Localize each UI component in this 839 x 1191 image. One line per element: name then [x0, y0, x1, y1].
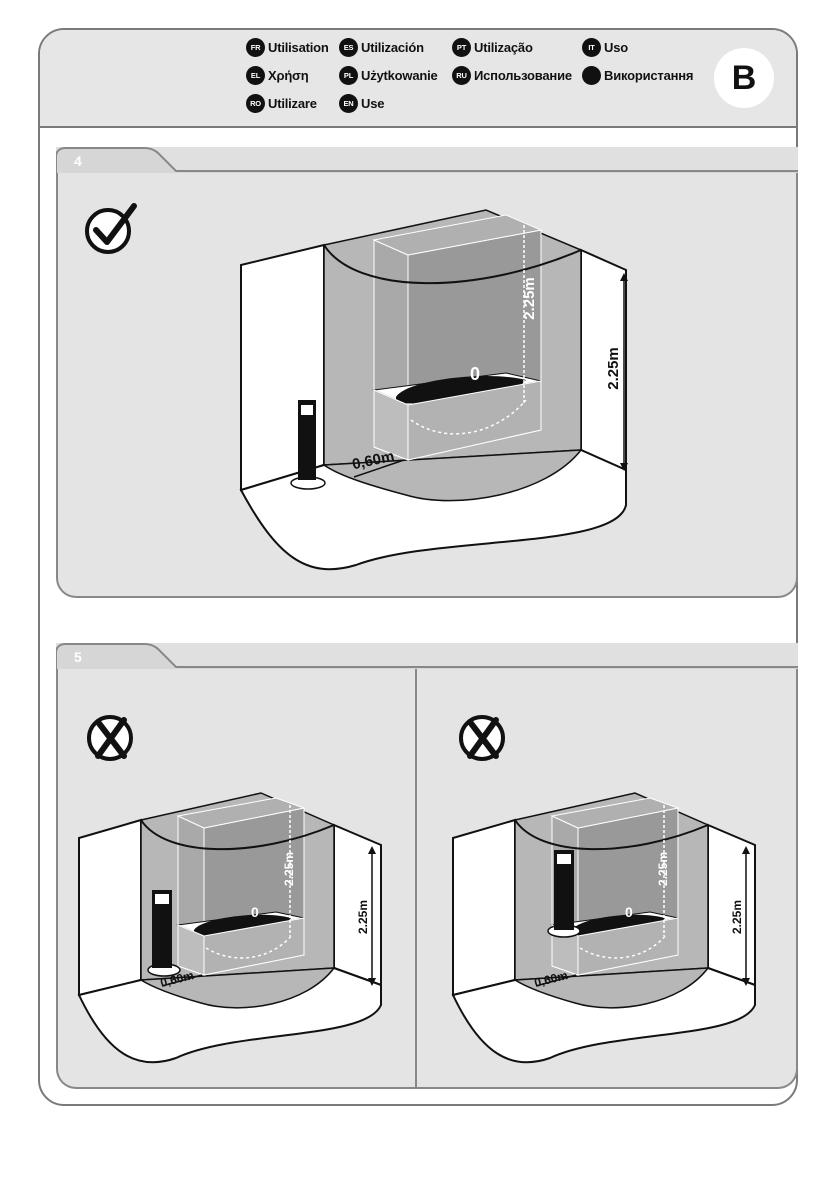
lang-ru: RU Использование	[452, 66, 572, 85]
panel-divider	[415, 669, 417, 1089]
step-4-tab: 4	[56, 147, 798, 175]
step-5-tab: 5	[56, 643, 798, 671]
bathroom-scene-4	[236, 205, 646, 580]
lang-pl: PL Użytkowanie	[339, 66, 438, 85]
lang-label: Utilização	[474, 40, 533, 55]
lang-label: Utilización	[361, 40, 424, 55]
inner-height-label: 2.25m	[521, 277, 538, 320]
tab-shape	[56, 147, 798, 175]
cross-icon	[84, 710, 140, 762]
inner-height-label: 2.25m	[656, 852, 670, 886]
zone-label: 0	[251, 904, 259, 920]
bathroom-scene-5-right	[450, 790, 770, 1070]
lang-fr: FR Utilisation	[246, 38, 329, 57]
lang-label: Utilizare	[268, 96, 317, 111]
lang-code-badge: PL	[339, 66, 358, 85]
lang-label: Використання	[604, 68, 693, 83]
right-height-label: 2.25m	[605, 347, 622, 390]
zone-label: 0	[470, 364, 480, 385]
lang-label: Use	[361, 96, 384, 111]
right-height-label: 2.25m	[356, 900, 370, 934]
lang-label: Utilisation	[268, 40, 329, 55]
tab-shape	[56, 643, 798, 671]
step-number: 4	[74, 153, 82, 169]
zone-label: 0	[625, 904, 633, 920]
lang-code-badge: IT	[582, 38, 601, 57]
check-icon	[82, 200, 144, 256]
section-badge: B	[714, 48, 774, 108]
lang-label: Использование	[474, 68, 572, 83]
lang-label: Uso	[604, 40, 628, 55]
lang-ro: RO Utilizare	[246, 94, 317, 113]
inner-height-label: 2.25m	[282, 852, 296, 886]
lang-code-badge: RU	[452, 66, 471, 85]
lang-code-badge: EL	[246, 66, 265, 85]
lang-code-badge: RO	[246, 94, 265, 113]
right-height-label: 2.25m	[730, 900, 744, 934]
lang-uk: Використання	[582, 66, 693, 85]
step-number: 5	[74, 649, 82, 665]
lang-en: EN Use	[339, 94, 384, 113]
lang-el: EL Χρήση	[246, 66, 309, 85]
lang-pt: PT Utilização	[452, 38, 533, 57]
lang-es: ES Utilización	[339, 38, 424, 57]
bathroom-scene-5-left	[76, 790, 396, 1070]
lang-code-badge: PT	[452, 38, 471, 57]
lang-code-badge: FR	[246, 38, 265, 57]
lang-code-badge: ES	[339, 38, 358, 57]
lang-code-badge	[582, 66, 601, 85]
lang-label: Χρήση	[268, 68, 309, 83]
lang-label: Użytkowanie	[361, 68, 438, 83]
lang-code-badge: EN	[339, 94, 358, 113]
cross-icon	[456, 710, 512, 762]
lang-it: IT Uso	[582, 38, 628, 57]
